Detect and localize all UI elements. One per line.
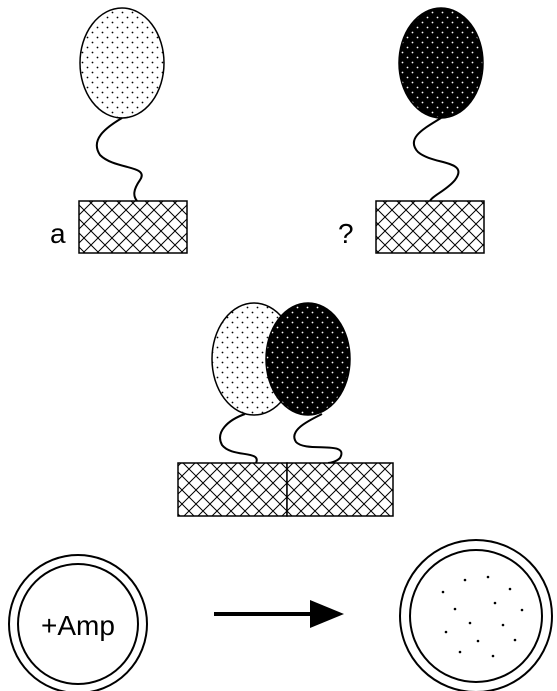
petri-dish-icon: [399, 539, 553, 691]
result-plate-inner-ring: [409, 549, 543, 683]
prey-linker-bound: [293, 413, 343, 464]
prey-protein-bound: [265, 302, 351, 416]
left-plate-label: +Amp: [41, 610, 115, 641]
plate-inner-ring: [17, 563, 139, 685]
left-domain-label: a: [50, 218, 66, 249]
bait-protein: [79, 7, 165, 119]
right-arrow-icon: [214, 600, 344, 628]
prey-linker: [412, 117, 460, 202]
prey-construct: ?: [338, 7, 485, 254]
selection-plate: +Amp: [8, 554, 148, 691]
prey-domain-bound: [286, 462, 394, 517]
prey-protein: [398, 7, 484, 119]
bait-construct: a: [50, 7, 188, 254]
bait-domain-bound: [177, 462, 288, 517]
prey-domain-box: [375, 200, 485, 254]
right-domain-label: ?: [338, 218, 354, 249]
interaction-complex: [177, 302, 394, 517]
bait-linker: [95, 117, 143, 202]
bait-domain-box: [78, 200, 188, 254]
colonies: [441, 575, 524, 658]
bait-linker-bound: [219, 413, 258, 464]
